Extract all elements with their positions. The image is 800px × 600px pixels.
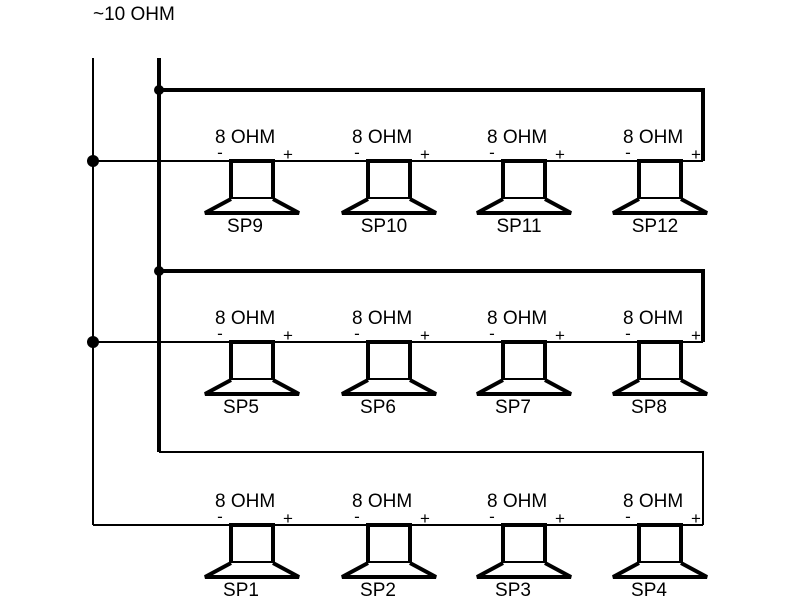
terminal-positive-SP1: + xyxy=(283,509,293,528)
terminal-positive-SP7: + xyxy=(555,326,565,345)
speaker-cone-SP7 xyxy=(476,378,572,396)
terminal-negative-SP10: - xyxy=(354,143,360,162)
impedance-label-SP5: 8 OHM xyxy=(215,308,275,329)
speaker-body-SP8 xyxy=(637,340,683,382)
terminal-positive-SP2: + xyxy=(420,509,430,528)
speaker-label-SP10: SP10 xyxy=(361,216,407,237)
speaker-cone-SP10 xyxy=(341,197,437,215)
terminal-negative-SP11: - xyxy=(489,143,495,162)
speaker-label-SP8: SP8 xyxy=(631,397,667,418)
page-title: ~10 OHM xyxy=(93,4,175,25)
terminal-positive-SP11: + xyxy=(555,145,565,164)
speaker-body-SP6 xyxy=(366,340,412,382)
terminal-negative-SP7: - xyxy=(489,324,495,343)
row-middle-positive-feed xyxy=(159,269,705,342)
speaker-SP2[interactable]: 8 OHM - + SP2 xyxy=(341,491,437,600)
terminal-positive-SP3: + xyxy=(555,509,565,528)
speaker-cone-SP4 xyxy=(612,561,708,579)
junction-dot-row-middle-positive xyxy=(154,266,164,276)
speaker-body-SP3 xyxy=(501,523,547,565)
speaker-body-SP12 xyxy=(637,159,683,201)
speaker-body-SP4 xyxy=(637,523,683,565)
speaker-SP8[interactable]: 8 OHM - + SP8 xyxy=(612,308,708,418)
impedance-label-SP7: 8 OHM xyxy=(487,308,547,329)
speaker-cone-SP1 xyxy=(204,561,300,579)
speaker-label-SP11: SP11 xyxy=(496,216,541,237)
speaker-SP1[interactable]: 8 OHM - + SP1 xyxy=(204,491,300,600)
speaker-label-SP3: SP3 xyxy=(495,580,531,600)
speaker-label-SP12: SP12 xyxy=(632,216,678,237)
impedance-label-SP11: 8 OHM xyxy=(487,127,547,148)
speaker-SP7[interactable]: 8 OHM - + SP7 xyxy=(476,308,572,418)
impedance-label-SP4: 8 OHM xyxy=(623,491,683,512)
terminal-positive-SP6: + xyxy=(420,326,430,345)
impedance-label-SP9: 8 OHM xyxy=(215,127,275,148)
speaker-cone-SP9 xyxy=(204,197,300,215)
speaker-cone-SP12 xyxy=(612,197,708,215)
junction-dot-row-top-positive xyxy=(154,85,164,95)
speaker-label-SP9: SP9 xyxy=(227,216,263,237)
terminal-negative-SP3: - xyxy=(489,507,495,526)
junction-dot-row-top-negative xyxy=(87,155,99,167)
terminal-negative-SP4: - xyxy=(625,507,631,526)
speaker-SP3[interactable]: 8 OHM - + SP3 xyxy=(476,491,572,600)
speaker-label-SP7: SP7 xyxy=(495,397,531,418)
terminal-negative-SP12: - xyxy=(625,143,631,162)
terminal-positive-SP8: + xyxy=(691,326,701,345)
speaker-cone-SP3 xyxy=(476,561,572,579)
terminal-negative-SP6: - xyxy=(354,324,360,343)
speaker-SP10[interactable]: 8 OHM - + SP10 xyxy=(341,127,437,237)
terminal-positive-SP4: + xyxy=(691,509,701,528)
terminal-negative-SP8: - xyxy=(625,324,631,343)
terminal-positive-SP5: + xyxy=(283,326,293,345)
speaker-body-SP9 xyxy=(229,159,275,201)
terminal-positive-SP9: + xyxy=(283,145,293,164)
speaker-label-SP5: SP5 xyxy=(223,397,259,418)
terminal-positive-SP12: + xyxy=(691,145,701,164)
impedance-label-SP2: 8 OHM xyxy=(352,491,412,512)
impedance-label-SP12: 8 OHM xyxy=(623,127,683,148)
impedance-label-SP3: 8 OHM xyxy=(487,491,547,512)
speaker-SP9[interactable]: 8 OHM - + SP9 xyxy=(204,127,300,237)
row-top-positive-feed xyxy=(159,88,705,161)
terminal-negative-SP9: - xyxy=(217,143,223,162)
impedance-label-SP6: 8 OHM xyxy=(352,308,412,329)
speaker-body-SP1 xyxy=(229,523,275,565)
speaker-cone-SP11 xyxy=(476,197,572,215)
terminal-negative-SP2: - xyxy=(354,507,360,526)
junction-dot-row-middle-negative xyxy=(87,336,99,348)
speaker-body-SP5 xyxy=(229,340,275,382)
terminal-negative-SP5: - xyxy=(217,324,223,343)
terminal-negative-SP1: - xyxy=(217,507,223,526)
speaker-cone-SP5 xyxy=(204,378,300,396)
speaker-cone-SP6 xyxy=(341,378,437,396)
speaker-cone-SP2 xyxy=(341,561,437,579)
speaker-cone-SP8 xyxy=(612,378,708,396)
speaker-label-SP6: SP6 xyxy=(360,397,396,418)
speaker-label-SP1: SP1 xyxy=(223,580,259,600)
impedance-label-SP8: 8 OHM xyxy=(623,308,683,329)
terminal-positive-SP10: + xyxy=(420,145,430,164)
speaker-SP4[interactable]: 8 OHM - + SP4 xyxy=(612,491,708,600)
speaker-SP11[interactable]: 8 OHM - + SP11 xyxy=(476,127,572,237)
speaker-SP6[interactable]: 8 OHM - + SP6 xyxy=(341,308,437,418)
speaker-SP5[interactable]: 8 OHM - + SP5 xyxy=(204,308,300,418)
impedance-label-SP10: 8 OHM xyxy=(352,127,412,148)
speaker-body-SP11 xyxy=(501,159,547,201)
speaker-label-SP4: SP4 xyxy=(631,580,667,600)
speaker-label-SP2: SP2 xyxy=(360,580,396,600)
speaker-body-SP2 xyxy=(366,523,412,565)
speaker-body-SP7 xyxy=(501,340,547,382)
row-bottom-positive-feed xyxy=(159,451,704,525)
speaker-body-SP10 xyxy=(366,159,412,201)
speaker-SP12[interactable]: 8 OHM - + SP12 xyxy=(612,127,708,237)
impedance-label-SP1: 8 OHM xyxy=(215,491,275,512)
